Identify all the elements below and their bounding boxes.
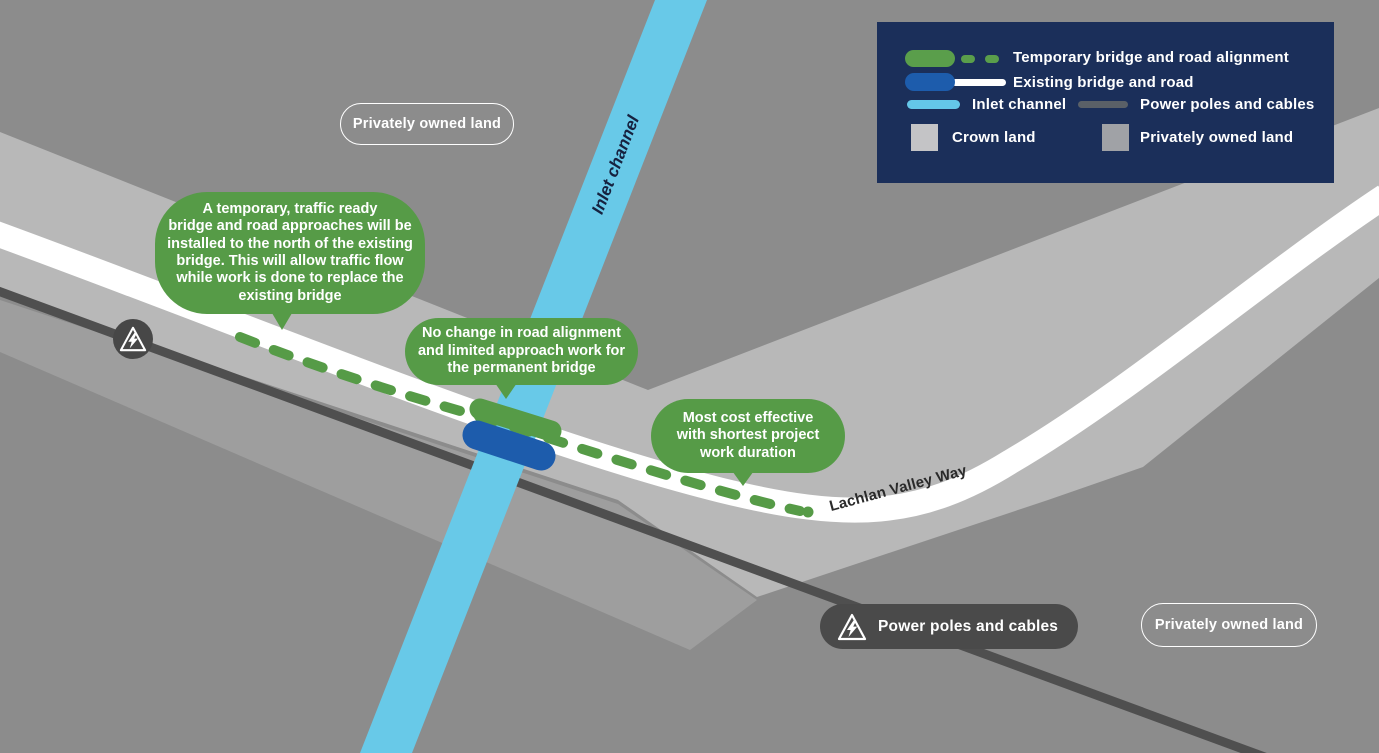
legend: Temporary bridge and road alignment Exis… [877, 22, 1334, 183]
legend-swatch-temporary-dash [961, 55, 975, 63]
legend-label-power: Power poles and cables [1140, 96, 1315, 113]
legend-swatch-existing-bridge [905, 73, 955, 91]
power-warning-icon [119, 326, 147, 352]
private-land-label-bottom: Privately owned land [1141, 603, 1317, 647]
legend-swatch-inlet [907, 100, 960, 109]
callout-temporary-bridge-text: A temporary, traffic ready bridge and ro… [167, 200, 413, 304]
power-poles-pill: Power poles and cables [820, 604, 1079, 649]
legend-swatch-temporary-bridge [905, 50, 955, 67]
legend-label-private: Privately owned land [1140, 129, 1294, 146]
parcel-shade [0, 300, 757, 650]
power-line [0, 286, 1267, 753]
callout-road-alignment-text: No change in road alignment and limited … [417, 325, 626, 377]
legend-swatch-existing-road [952, 79, 1006, 86]
existing-road [0, 185, 1379, 523]
callout-tail [269, 308, 295, 330]
callout-tail [493, 380, 519, 399]
callout-cost-effective-text: Most cost effective with shortest projec… [676, 409, 820, 461]
power-poles-pill-text: Power poles and cables [878, 617, 1059, 635]
legend-swatch-power [1078, 101, 1128, 108]
existing-bridge [462, 420, 556, 471]
legend-swatch-crown [911, 124, 938, 151]
legend-swatch-temporary-dash [985, 55, 999, 63]
callout-temporary-bridge: A temporary, traffic ready bridge and ro… [155, 192, 425, 330]
private-land-label-top-text: Privately owned land [352, 116, 502, 132]
temporary-bridge [469, 398, 562, 442]
legend-label-inlet: Inlet channel [972, 96, 1067, 113]
legend-swatch-private [1102, 124, 1129, 151]
power-pole-marker [113, 319, 153, 359]
legend-label-temporary: Temporary bridge and road alignment [1013, 49, 1289, 66]
temporary-alignment-end-dot [802, 506, 814, 518]
private-land-label-top: Privately owned land [340, 103, 514, 145]
callout-road-alignment: No change in road alignment and limited … [405, 318, 638, 399]
legend-label-existing: Existing bridge and road [1013, 74, 1194, 91]
power-warning-icon [837, 613, 867, 640]
private-land-label-bottom-text: Privately owned land [1154, 617, 1304, 633]
crown-land-parcel [0, 108, 1379, 597]
callout-cost-effective: Most cost effective with shortest projec… [651, 399, 845, 486]
callout-tail [730, 468, 756, 486]
legend-label-crown: Crown land [952, 129, 1036, 146]
